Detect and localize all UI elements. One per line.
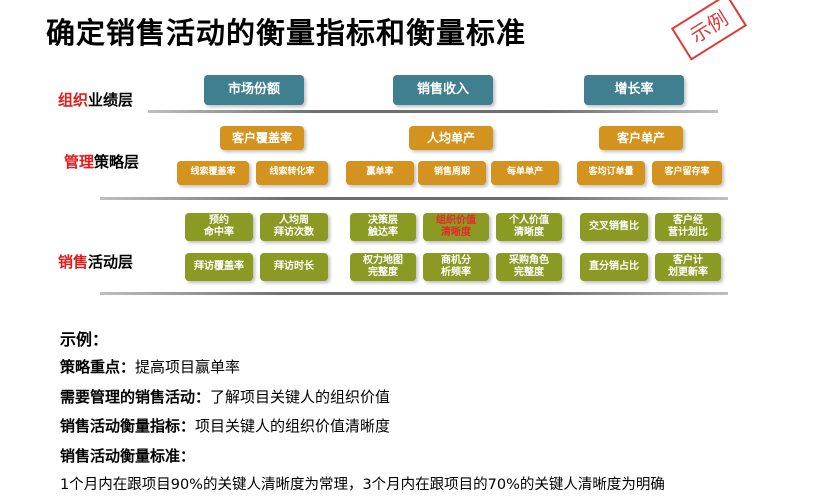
divider-2: [100, 197, 728, 200]
metric-plan-update-rate: 客户计划更新率: [655, 253, 721, 281]
metric-line2: 营计划比: [668, 227, 708, 238]
metric-line2: 触达率: [368, 227, 398, 238]
layer-label-activity: 销售活动层: [58, 251, 133, 272]
metric-account-plan-ratio: 客户经营计划比: [655, 213, 721, 241]
metric-line1: 预约: [209, 214, 229, 226]
metric-line2: 划更新率: [668, 267, 708, 278]
layer-label-rest: 策略层: [94, 153, 140, 171]
example-label: 需要管理的销售活动：: [60, 388, 211, 406]
metric-line2: 命中率: [204, 227, 234, 238]
layer-label-red: 销售: [58, 253, 89, 271]
metric-opportunity-analysis-freq: 商机分析频率: [423, 253, 489, 281]
metric-visit-duration: 拜访时长: [260, 253, 328, 281]
metric-market-share: 市场份额: [204, 75, 304, 105]
metric-line2: 清晰度: [441, 227, 471, 238]
layer-label-strategy: 管理策略层: [64, 151, 139, 172]
example-value: 了解项目关键人的组织价值: [210, 388, 391, 406]
example-line-metric: 销售活动衡量指标：项目关键人的组织价值清晰度: [60, 415, 390, 436]
metric-appointment-hit-rate: 预约命中率: [185, 213, 253, 241]
example-label: 销售活动衡量指标：: [60, 417, 196, 435]
metric-power-map-completeness: 权力地图完整度: [350, 253, 416, 281]
layer-label-rest: 业绩层: [88, 91, 134, 109]
example-standard-text: 1个月内在跟项目90%的关键人清晰度为常理，3个月内在跟项目的70%的关键人清晰…: [60, 477, 665, 493]
metric-line1: 直分销占比: [589, 260, 639, 272]
metric-retention-rate: 客户留存率: [652, 161, 722, 185]
metric-weekly-visits: 人均周拜访次数: [260, 213, 328, 241]
metric-decision-maker-reach: 决策层触达率: [350, 213, 416, 241]
metric-line1: 采购角色: [509, 254, 549, 266]
example-line-activity: 需要管理的销售活动：了解项目关键人的组织价值: [60, 386, 390, 407]
example-stamp: 示例: [670, 0, 748, 61]
layer-label-red: 管理: [64, 153, 95, 171]
page-title: 确定销售活动的衡量指标和衡量标准: [46, 16, 527, 50]
metric-line1: 决策层: [368, 214, 398, 226]
metric-line1: 客户经: [673, 214, 703, 226]
metric-line1: 拜访时长: [274, 260, 314, 272]
metric-line1: 权力地图: [363, 254, 403, 266]
metric-line2: 析频率: [441, 267, 471, 278]
example-heading: 示例：: [60, 330, 109, 349]
divider-1: [148, 110, 718, 113]
metric-visit-coverage: 拜访覆盖率: [185, 253, 253, 281]
metric-line2: 清晰度: [514, 227, 544, 238]
metric-line1: 商机分: [441, 254, 471, 266]
metric-growth-rate: 增长率: [584, 75, 684, 105]
metric-per-capita-output: 人均单产: [409, 126, 493, 150]
layer-label-red: 组织: [58, 91, 89, 109]
metric-sales-revenue: 销售收入: [393, 75, 493, 105]
metric-line1: 个人价值: [509, 214, 549, 226]
layer-label-rest: 活动层: [88, 253, 134, 271]
metric-org-value-clarity: 组织价值清晰度: [423, 213, 489, 241]
metric-line1: 人均周: [279, 214, 309, 226]
metric-buyer-role-completeness: 采购角色完整度: [496, 253, 562, 281]
metric-customer-coverage: 客户覆盖率: [220, 126, 304, 150]
metric-win-rate: 赢单率: [346, 161, 414, 185]
metric-line1: 组织价值: [436, 214, 476, 226]
metric-line1: 交叉销售比: [589, 220, 639, 232]
metric-customer-output: 客户单产: [599, 126, 683, 150]
metric-line2: 拜访次数: [274, 227, 314, 238]
metric-lead-conversion: 线索转化率: [256, 161, 328, 185]
example-line-standard: 销售活动衡量标准：: [60, 445, 195, 466]
divider-3: [100, 292, 728, 295]
example-label: 策略重点：: [60, 358, 136, 376]
metric-lead-coverage: 线索覆盖率: [177, 161, 249, 185]
example-value: 提高项目赢单率: [135, 358, 241, 376]
example-line-strategy: 策略重点：提高项目赢单率: [60, 356, 240, 377]
metric-line2: 完整度: [368, 267, 398, 278]
metric-direct-distribution-ratio: 直分销占比: [580, 253, 648, 281]
metric-line1: 拜访覆盖率: [194, 260, 244, 272]
metric-sales-cycle: 销售周期: [418, 161, 486, 185]
example-value: 项目关键人的组织价值清晰度: [195, 417, 391, 435]
example-label: 销售活动衡量标准：: [60, 447, 196, 465]
layer-label-performance: 组织业绩层: [58, 89, 133, 110]
metric-personal-value-clarity: 个人价值清晰度: [496, 213, 562, 241]
metric-per-order-output: 每单单产: [491, 161, 559, 185]
metric-cross-sell-ratio: 交叉销售比: [580, 213, 648, 241]
metric-line1: 客户计: [673, 254, 703, 266]
metric-line2: 完整度: [514, 267, 544, 278]
metric-avg-orders: 客均订单量: [577, 161, 645, 185]
